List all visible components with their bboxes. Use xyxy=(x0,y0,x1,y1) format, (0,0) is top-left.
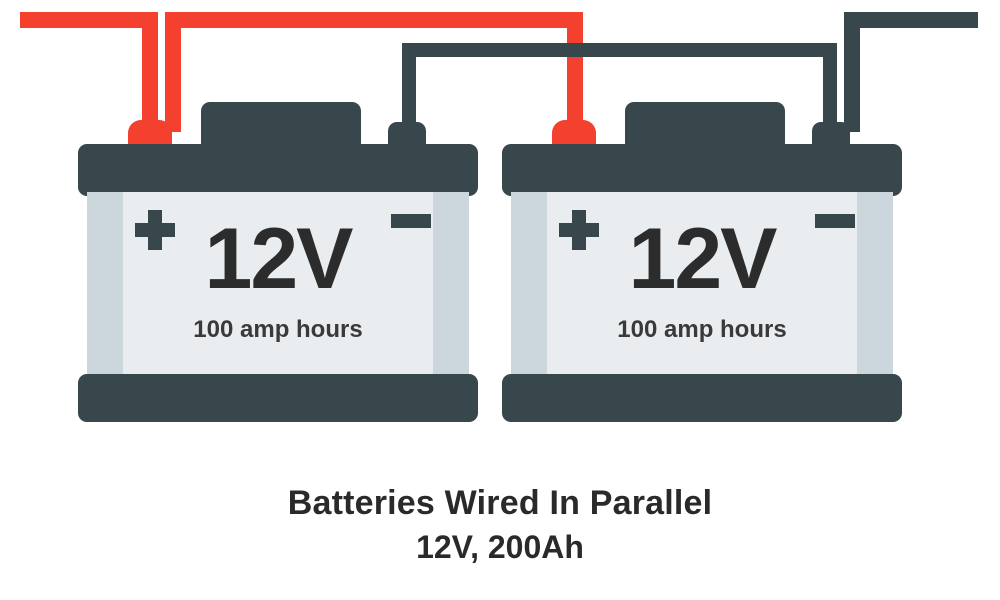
plus-icon xyxy=(135,210,175,250)
minus-icon xyxy=(391,214,431,228)
negative-link-wire xyxy=(402,43,837,134)
minus-icon xyxy=(815,214,855,228)
caption-subtitle: 12V, 200Ah xyxy=(416,529,584,565)
diagram-caption: Batteries Wired In Parallel 12V, 200Ah xyxy=(0,484,1000,566)
positive-output-wire xyxy=(20,12,158,132)
battery-face: 12V 100 amp hours xyxy=(87,192,469,382)
battery-base xyxy=(78,374,478,422)
plus-icon xyxy=(559,210,599,250)
positive-link-wire xyxy=(165,12,583,132)
battery-face: 12V 100 amp hours xyxy=(511,192,893,382)
battery-right: 12V 100 amp hours xyxy=(502,102,902,428)
battery-lid xyxy=(78,144,478,196)
voltage-label: 12V xyxy=(204,211,353,307)
voltage-label: 12V xyxy=(628,211,777,307)
battery-left: 12V 100 amp hours xyxy=(78,102,478,428)
capacity-label: 100 amp hours xyxy=(193,316,363,343)
battery-handle xyxy=(201,102,361,148)
capacity-label: 100 amp hours xyxy=(617,316,787,343)
battery-handle xyxy=(625,102,785,148)
battery-base xyxy=(502,374,902,422)
battery-lid xyxy=(502,144,902,196)
negative-output-wire xyxy=(844,12,978,132)
caption-title: Batteries Wired In Parallel xyxy=(287,484,713,522)
